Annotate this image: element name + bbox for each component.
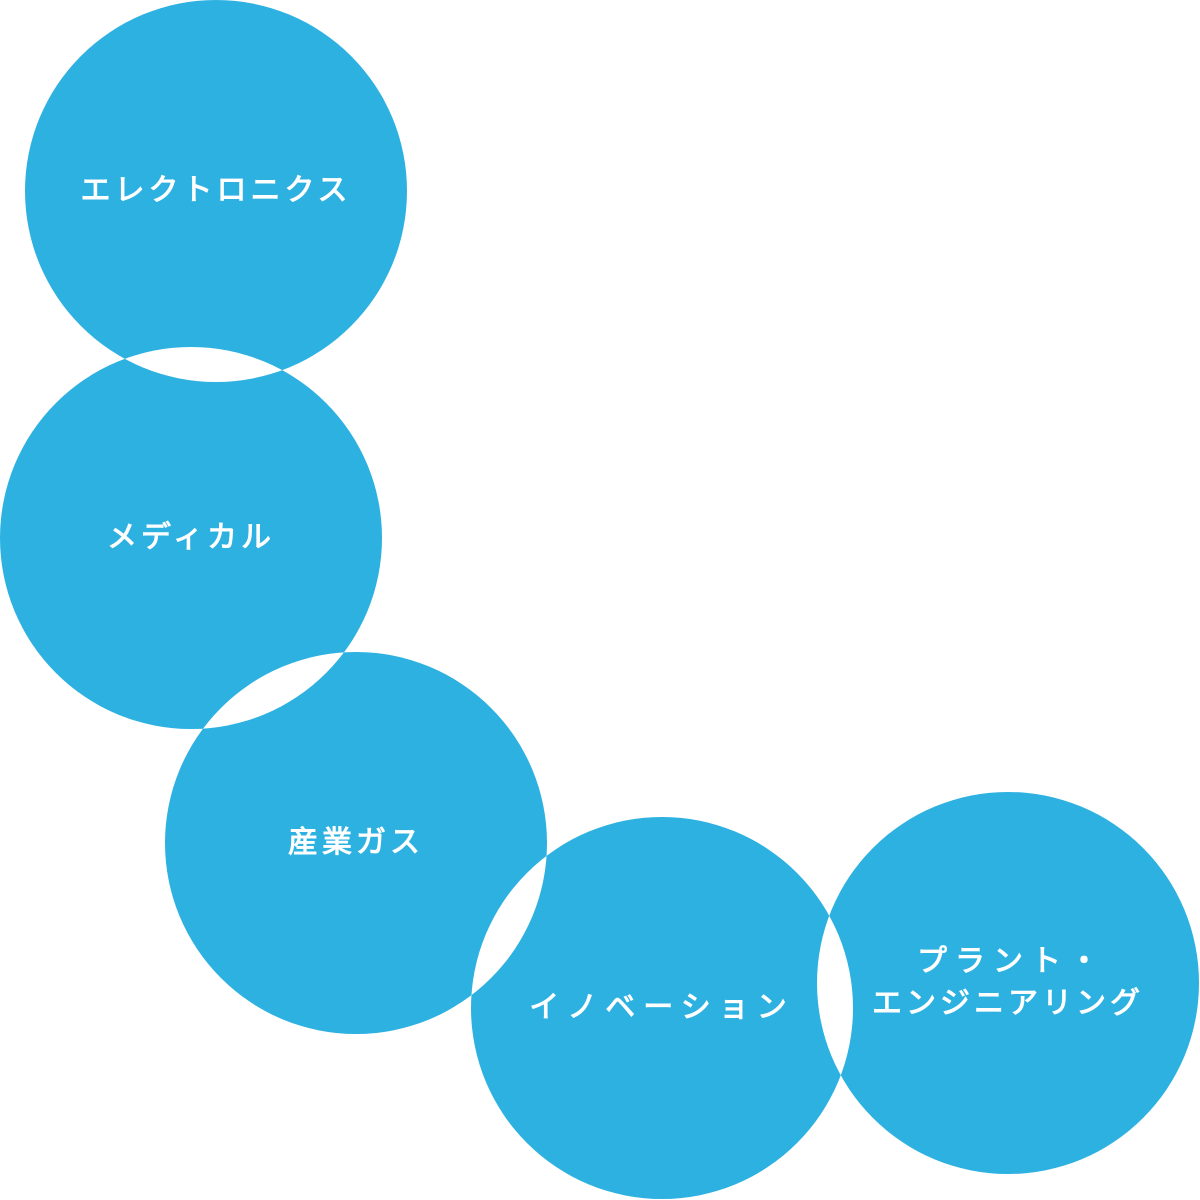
- label-medical: メディカル: [107, 520, 275, 555]
- label-electronics: エレクトロニクス: [80, 173, 352, 208]
- label-plant-line1: プラント・: [917, 944, 1107, 979]
- label-industrial-gas: 産業ガス: [288, 825, 424, 860]
- label-innovation: イノベーション: [529, 990, 795, 1025]
- label-plant-line2: エンジニアリング: [872, 986, 1144, 1021]
- label-plant-engineering: プラント・ エンジニアリング: [872, 941, 1144, 1025]
